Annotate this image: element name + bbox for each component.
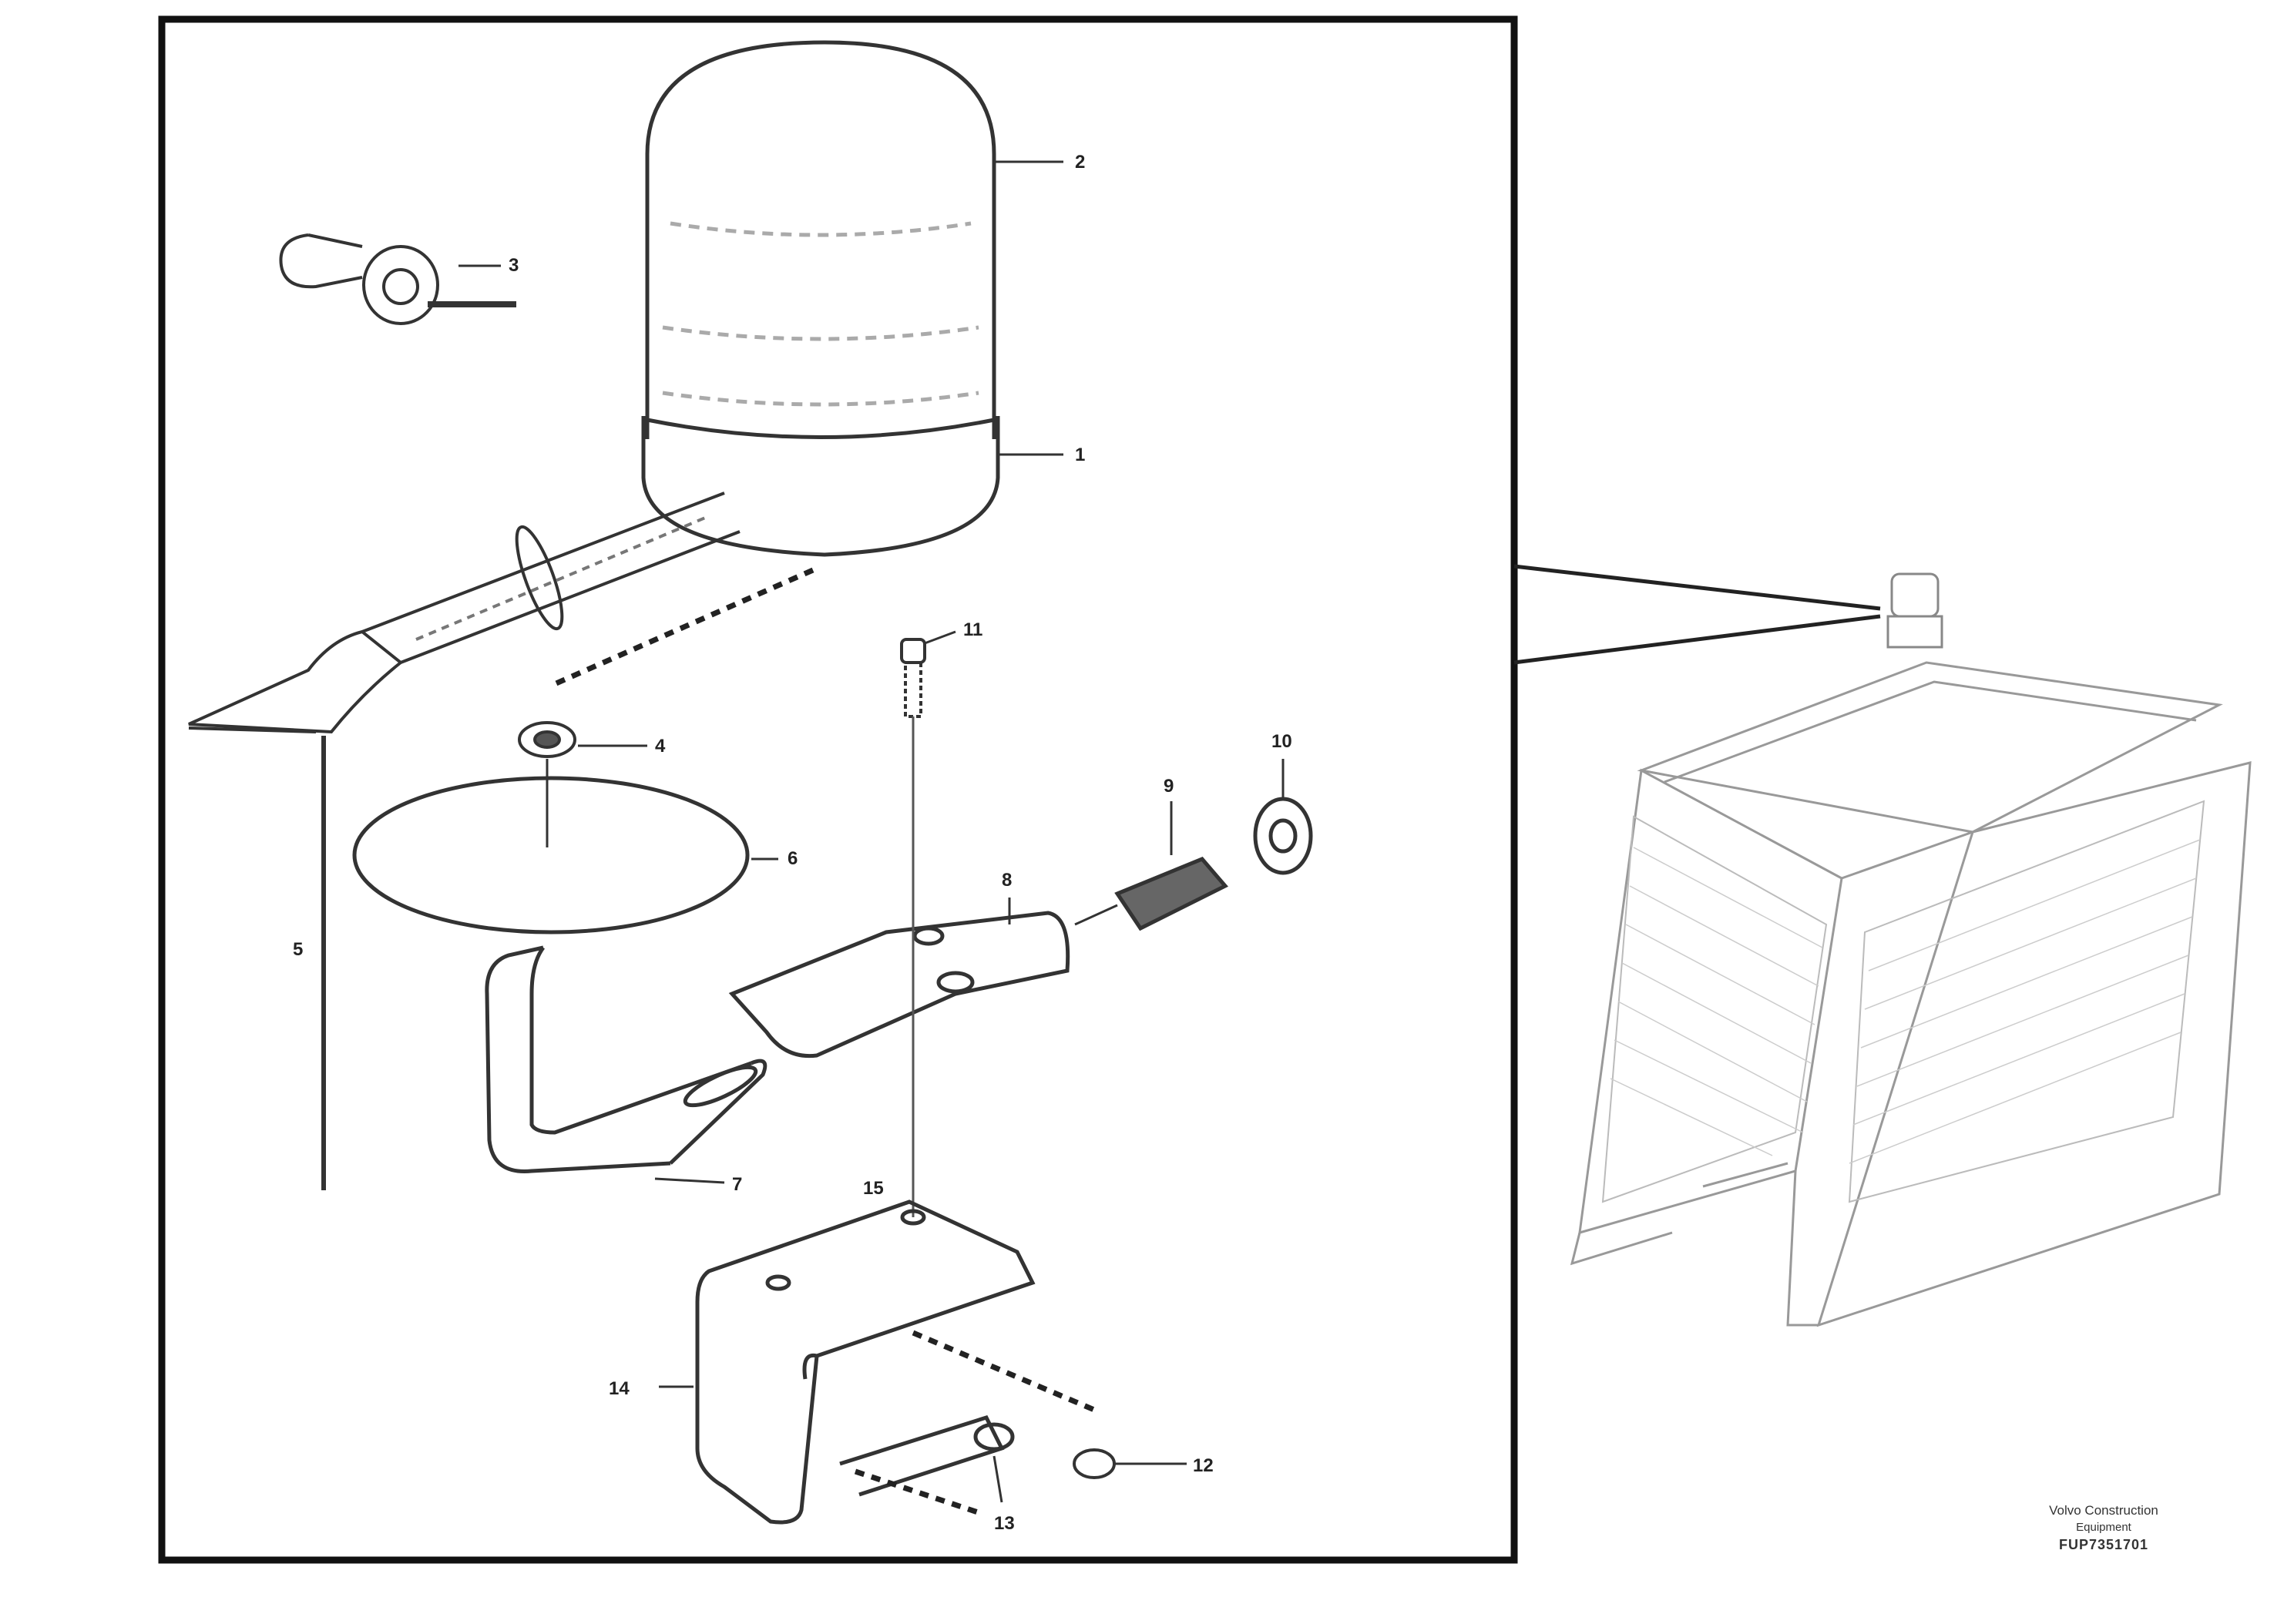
gasket-disc [352, 776, 750, 934]
callout-8: 8 [1002, 870, 1012, 891]
drawing-caption: Volvo Construction Equipment FUP7351701 [2003, 1502, 2204, 1554]
connector-part [279, 233, 516, 325]
callout-10: 10 [1271, 731, 1292, 752]
callout-leaders [458, 160, 1285, 1503]
caption-line-1: Volvo Construction [2049, 1503, 2158, 1518]
machine-cab-view [1570, 572, 2252, 1327]
callout-4: 4 [655, 736, 666, 757]
assembly-axis-1 [549, 567, 814, 689]
callout-5: 5 [293, 939, 303, 960]
callout-13: 13 [994, 1513, 1015, 1534]
cable-plug [188, 492, 741, 734]
beacon-dome [645, 40, 996, 439]
callout-12: 12 [1193, 1455, 1214, 1476]
callout-14: 14 [609, 1378, 630, 1399]
screw-part [900, 638, 926, 718]
ring-part [1253, 797, 1313, 875]
assembly-axis-5 [854, 1468, 984, 1517]
beacon-base [641, 416, 1000, 557]
caption-line-2: Equipment [2076, 1520, 2131, 1534]
callout-7: 7 [732, 1174, 742, 1195]
callout-2: 2 [1075, 152, 1085, 173]
callout-11: 11 [963, 619, 982, 640]
spring-part [1114, 857, 1228, 931]
assembly-axis-3 [1074, 904, 1118, 926]
callout-3: 3 [509, 255, 519, 276]
callout-1: 1 [1075, 445, 1085, 465]
assembly-axis-4 [912, 1330, 1096, 1413]
lower-bracket [695, 1200, 1036, 1525]
callout-9: 9 [1164, 776, 1174, 797]
mounting-plate [728, 911, 1070, 1059]
nut-12 [1073, 1448, 1116, 1479]
callout-6: 6 [788, 848, 798, 869]
detail-frame [158, 15, 1518, 1564]
callout-15: 15 [863, 1178, 884, 1199]
drawing-id: FUP7351701 [2058, 1537, 2149, 1553]
detail-pointer [1513, 564, 1881, 665]
nut-part [518, 721, 576, 758]
bent-bracket [485, 945, 767, 1173]
